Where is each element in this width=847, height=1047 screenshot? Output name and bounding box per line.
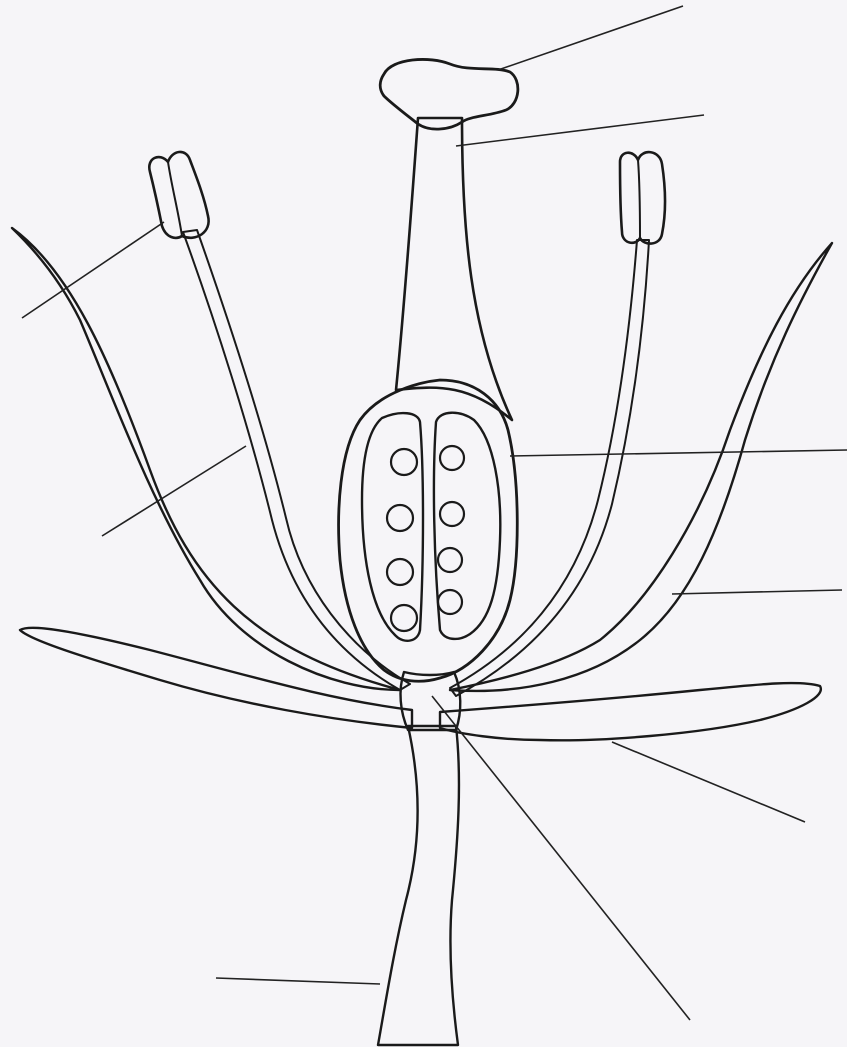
ovule <box>440 502 464 526</box>
locule-right <box>434 413 500 639</box>
filament-right <box>450 240 649 696</box>
leader-line-petal <box>672 590 842 594</box>
ovary <box>339 380 518 681</box>
anther-right-groove <box>638 160 640 238</box>
sepal-right <box>440 683 821 740</box>
ovule <box>391 605 417 631</box>
leader-line-stigma <box>498 6 683 70</box>
anther-right <box>620 152 665 243</box>
leader-line-anther <box>22 222 164 318</box>
anther-left-groove <box>168 162 182 236</box>
filament-left <box>183 230 410 690</box>
ovule <box>387 505 413 531</box>
leader-line-filament <box>102 446 246 536</box>
locule-left <box>362 413 423 641</box>
ovule <box>391 449 417 475</box>
petal-right <box>450 243 832 691</box>
stem <box>378 726 459 1045</box>
sepal-left <box>20 628 412 728</box>
leader-line-receptacle <box>432 696 690 1020</box>
ovules <box>387 446 464 631</box>
leader-line-style <box>456 115 704 146</box>
ovule <box>387 559 413 585</box>
ovule <box>440 446 464 470</box>
leader-line-sepal <box>612 742 805 822</box>
style <box>396 118 512 420</box>
ovule <box>438 590 462 614</box>
leader-line-stem <box>216 978 380 984</box>
leader-line-ovary <box>510 450 847 456</box>
ovule <box>438 548 462 572</box>
